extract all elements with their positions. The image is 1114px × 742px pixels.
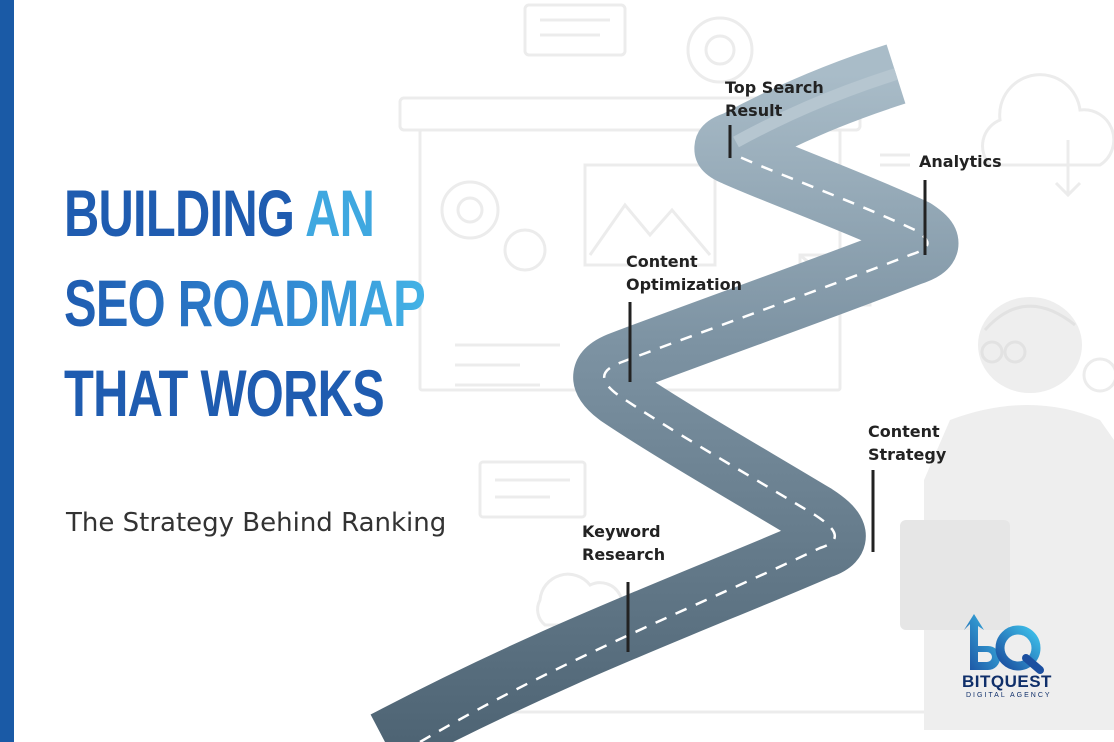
road-surface-top — [733, 68, 898, 148]
milestone-label-line1: Top Search — [725, 78, 824, 97]
gear-icon — [440, 180, 500, 240]
milestone-top-search-result: Top Search Result — [725, 76, 824, 122]
headline-line-2: SEO ROADMAP — [64, 258, 426, 348]
milestone-label-line2: Strategy — [868, 445, 947, 464]
gear-icon-small — [503, 228, 547, 272]
headline-word-building: BUILDING — [64, 176, 295, 250]
left-accent-bar — [0, 0, 14, 742]
image-placeholder-icon — [583, 163, 717, 267]
road-surface — [370, 44, 958, 742]
logo-name: BITQUEST — [962, 672, 1052, 691]
milestone-label-line1: Content — [626, 252, 698, 271]
road-center-dashes — [419, 153, 929, 742]
milestone-analytics: Analytics — [919, 150, 1002, 173]
card-shape — [478, 460, 587, 519]
milestone-label-line1: Content — [868, 422, 940, 441]
bq-monogram-icon — [964, 614, 1044, 674]
milestone-label-line1: Analytics — [919, 152, 1002, 171]
chat-bubble-icon — [523, 3, 627, 57]
cloud-icon-bottom — [536, 572, 624, 627]
logo-tagline: DIGITAL AGENCY — [966, 692, 1052, 699]
gear-icon-right — [1082, 357, 1114, 393]
milestone-label-line2: Research — [582, 545, 666, 564]
cloud-icon — [981, 73, 1114, 167]
mountain-icon — [588, 202, 712, 256]
gear-icon-top — [686, 16, 754, 84]
headline-line-1: BUILDING AN — [64, 168, 425, 258]
milestone-keyword-research: Keyword Research — [582, 520, 665, 566]
milestone-content-strategy: Content Strategy — [868, 420, 946, 466]
subtitle: The Strategy Behind Ranking — [66, 508, 447, 538]
milestone-content-optimization: Content Optimization — [626, 250, 742, 296]
milestone-label-line2: Optimization — [626, 275, 742, 294]
headline: BUILDING AN SEO ROADMAP THAT WORKS — [64, 168, 426, 438]
milestone-pointers — [626, 125, 927, 652]
headline-line-3: THAT WORKS — [64, 356, 385, 430]
headline-word-an: AN — [305, 176, 375, 250]
milestone-label-line1: Keyword — [582, 522, 661, 541]
milestone-label-line2: Result — [725, 101, 783, 120]
